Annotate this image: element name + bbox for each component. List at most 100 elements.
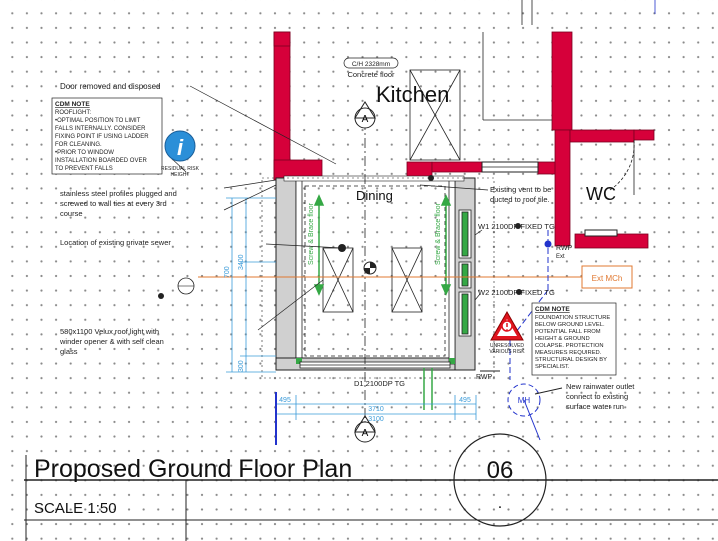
svg-text:POTENTIAL FALL FROM: POTENTIAL FALL FROM: [535, 329, 601, 335]
svg-text:580x1100 Velux roof light with: 580x1100 Velux roof light with: [60, 327, 159, 336]
svg-text:CDM NOTE: CDM NOTE: [535, 306, 570, 313]
svg-text:C/H 2328mm: C/H 2328mm: [352, 61, 390, 68]
window-2-label: W2 2100DP FIXED TG: [478, 288, 555, 297]
section-marker-bottom: A: [354, 415, 376, 443]
svg-text:FIXING POINT IF USING LADDER: FIXING POINT IF USING LADDER: [55, 134, 149, 140]
dim-side-right: 495: [459, 397, 471, 404]
kitchen-fixtures: [409, 0, 656, 161]
dim-height-lower: 300: [238, 360, 245, 372]
svg-text:screwed to wall ties at every: screwed to wall ties at every 3rd: [60, 199, 167, 208]
rainwater-note: New rainwater outlet connect to existing…: [566, 382, 635, 411]
svg-text:Ext MCh: Ext MCh: [592, 274, 623, 283]
extension-outer-outline: [261, 177, 495, 379]
vent-note: Existing vent to be ducted to roof tile.: [490, 185, 551, 204]
inspection-marker: [158, 277, 195, 299]
svg-text:FALLS INTERNALLY. CONSIDER: FALLS INTERNALLY. CONSIDER: [55, 126, 146, 132]
svg-text:VARIOUS RISK: VARIOUS RISK: [489, 349, 525, 355]
svg-text:RESIDUAL RISK: RESIDUAL RISK: [161, 166, 200, 172]
svg-text:TO PREVENT FALLS: TO PREVENT FALLS: [55, 166, 113, 172]
svg-text:BELOW GROUND LEVEL.: BELOW GROUND LEVEL.: [535, 322, 605, 328]
bifold-door: [299, 361, 451, 410]
drawing-scale: SCALE 1:50: [34, 500, 117, 517]
svg-text:connect to existing: connect to existing: [566, 392, 628, 401]
existing-walls: [273, 31, 655, 249]
wall-wc-left-lower: [554, 129, 571, 247]
wall-top-right: [633, 129, 655, 141]
svg-text:SPECIALIST.: SPECIALIST.: [535, 364, 570, 370]
svg-text:HEIGHT & GROUND: HEIGHT & GROUND: [535, 336, 590, 342]
door-removed-label: Door removed and disposed: [60, 82, 161, 91]
ceiling-height-tag: C/H 2328mm: [343, 57, 399, 69]
manhole-label: MH: [518, 396, 531, 405]
svg-text:surface water run: surface water run: [566, 402, 624, 411]
kitchen-window: [481, 161, 618, 237]
rooflights: [322, 247, 423, 313]
wall-kitchen-left: [273, 31, 291, 181]
dim-side-left: 495: [279, 397, 291, 404]
rooflight-right: [391, 247, 423, 313]
svg-text:ROOFLIGHT:: ROOFLIGHT:: [55, 110, 91, 116]
floor-direction-arrows: [313, 194, 452, 296]
svg-text:ducted to roof tile.: ducted to roof tile.: [490, 195, 550, 204]
svg-text:INSTALLATION BOARDED OVER: INSTALLATION BOARDED OVER: [55, 158, 147, 164]
dimensions-left: [226, 197, 276, 373]
rwp-top-label: RWP: [556, 245, 573, 252]
svg-text:Existing vent to be: Existing vent to be: [490, 185, 551, 194]
svg-text:•PRIOR TO WINDOW: •PRIOR TO WINDOW: [55, 150, 114, 156]
sheet-dot: .: [498, 495, 502, 512]
svg-text:New rainwater outlet: New rainwater outlet: [566, 382, 635, 391]
dim-height-outer: 3400: [238, 254, 245, 270]
title-block-frame: [24, 433, 718, 541]
svg-text:COLAPSE. PROTECTION: COLAPSE. PROTECTION: [535, 343, 604, 349]
wc-door: [609, 139, 635, 195]
svg-text:glass: glass: [60, 347, 78, 356]
concrete-floor-label: Concrete floor: [347, 70, 395, 79]
velux-note: 580x1100 Velux roof light with winder op…: [59, 327, 164, 356]
wall-kitchen-mid-2: [431, 161, 483, 173]
wall-wc-left: [551, 31, 573, 131]
unresolved-risk-warning-icon: UNRESOLVED VARIOUS RISK: [489, 310, 525, 355]
steel-profiles-note: stainless steel profiles plugged and scr…: [60, 189, 177, 218]
residual-risk-info-icon: i RESIDUAL RISK HEIGHT: [161, 130, 200, 178]
svg-text:HEIGHT: HEIGHT: [171, 172, 190, 178]
svg-text:CDM NOTE: CDM NOTE: [55, 101, 90, 108]
cdm-note-left: CDM NOTE ROOFLIGHT: •OPTIMAL POSITION TO…: [51, 97, 163, 175]
floor-direction-right: Screw & Brace floor: [435, 202, 442, 265]
rwp-bottom-label: RWP: [476, 374, 493, 381]
svg-text:A: A: [362, 114, 369, 125]
window-marker-1: [515, 223, 521, 229]
dim-width-total: 3710: [368, 406, 384, 413]
svg-text:course: course: [60, 209, 83, 218]
svg-text:•OPTIMAL POSITION TO LIMIT: •OPTIMAL POSITION TO LIMIT: [55, 118, 141, 124]
room-kitchen: Kitchen: [376, 82, 449, 107]
window-marker-2: [516, 289, 522, 295]
rwp-top-ext: Ext: [556, 254, 565, 260]
leader-lines: [167, 85, 489, 331]
door-1-label: D1 2100DP TG: [354, 379, 405, 388]
svg-text:STRUCTURAL DESIGN BY: STRUCTURAL DESIGN BY: [535, 357, 607, 363]
room-wc: WC: [586, 184, 616, 204]
svg-text:MEASURES REQUIRED.: MEASURES REQUIRED.: [535, 350, 602, 356]
section-marker-top: A: [354, 101, 376, 129]
dim-height-inner: 700: [224, 266, 231, 278]
sewer-label: Location of existing private sewer: [60, 238, 171, 247]
room-dining: Dining: [356, 188, 393, 203]
svg-text:FOR CLEANING.: FOR CLEANING.: [55, 142, 102, 148]
extension-windows: [458, 209, 472, 337]
ext-manhole-box: Ext MCh: [581, 265, 633, 289]
dim-width-inner: 3100: [368, 416, 384, 423]
floor-direction-left: Screw & Brace floor: [308, 202, 315, 265]
wall-wc-top: [569, 129, 635, 143]
cdm-note-right: CDM NOTE FOUNDATION STRUCTURE BELOW GROU…: [531, 302, 617, 376]
level-marker: [338, 175, 434, 275]
svg-text:UNRESOLVED: UNRESOLVED: [490, 343, 524, 349]
svg-text:A: A: [362, 428, 369, 439]
window-1-label: W1 2100DP FIXED TG: [478, 222, 555, 231]
sheet-number: 06: [487, 457, 514, 484]
svg-text:stainless steel profiles plugg: stainless steel profiles plugged and: [60, 189, 177, 198]
extension-inner-outline: [304, 185, 446, 357]
svg-text:FOUNDATION STRUCTURE: FOUNDATION STRUCTURE: [535, 315, 610, 321]
svg-text:i: i: [177, 135, 184, 160]
